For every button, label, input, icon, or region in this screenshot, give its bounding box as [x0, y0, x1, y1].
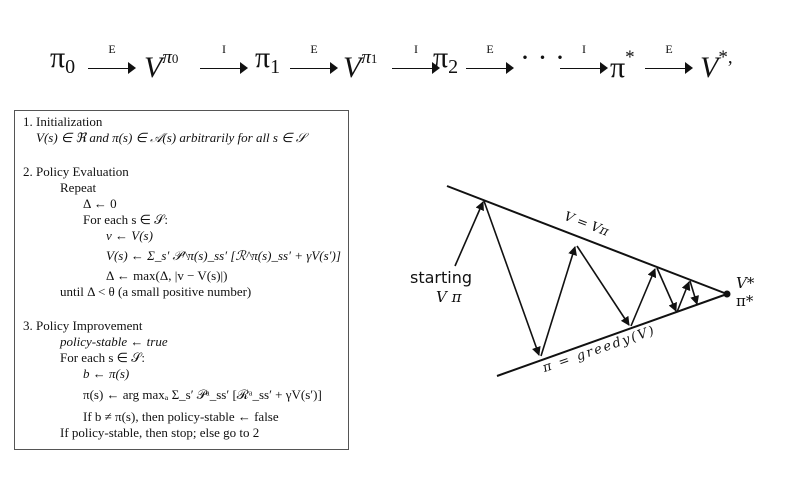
starting-label: starting	[410, 268, 473, 287]
eq-pi0: π0	[50, 41, 76, 78]
if-b-changed-line: If b ≠ π(s), then policy-stable ← false	[83, 409, 279, 424]
until-line: until Δ < θ (a small positive number)	[60, 284, 252, 299]
eq-arrow-evaluation: E	[88, 42, 136, 76]
argmax-update-line: π(s) ← arg maxₐ Σ_s′ 𝒫ᵃ_ss′ [ℛᵃ_ss′ + γV…	[83, 387, 322, 402]
optimal-policy-label: π*	[736, 292, 754, 310]
generalized-policy-iteration-diagram: V = Vπ π = greedy(V) starting V π V* π*	[400, 170, 800, 410]
for-each-state-line-2: For each s ∈ 𝒮:	[60, 350, 145, 365]
policy-iteration-sequence: π0 E Vπ0 I π1 E Vπ1 I π2 E · · · I π* E …	[50, 28, 770, 88]
step-2-heading: 2. Policy Evaluation	[23, 164, 129, 179]
eq-V-pi1: Vπ1	[343, 47, 378, 84]
eq-pi1: π1	[255, 41, 281, 78]
stop-condition-line: If policy-stable, then stop; else go to …	[60, 425, 260, 440]
for-each-state-line: For each s ∈ 𝒮:	[83, 212, 168, 227]
eq-arrow-improvement: I	[200, 42, 248, 76]
step-1-init-line: V(s) ∈ ℜ and π(s) ∈ 𝒜(s) arbitrarily for…	[36, 130, 306, 145]
repeat-line: Repeat	[60, 180, 97, 195]
policy-iteration-algorithm-box: 1. Initialization V(s) ∈ ℜ and π(s) ∈ 𝒜(…	[14, 110, 349, 450]
step-3-heading: 3. Policy Improvement	[23, 318, 143, 333]
optimal-value-label: V*	[736, 274, 755, 292]
eq-V-star: V*,	[700, 47, 733, 84]
policy-stable-init-line: policy-stable ← true	[60, 334, 168, 349]
eq-pi2: π2	[433, 41, 459, 78]
eq-arrow-evaluation: E	[645, 42, 693, 76]
eq-arrow-evaluation: E	[290, 42, 338, 76]
eq-V-pi0: Vπ0	[144, 47, 179, 84]
eq-pi-star: π*	[610, 47, 635, 84]
starting-v-pi-label: V π	[436, 288, 462, 306]
v-assign-line: v ← V(s)	[106, 228, 153, 243]
bellman-update-line: V(s) ← Σ_s′ 𝒫^π(s)_ss′ [ℛ^π(s)_ss′ + γV(…	[106, 248, 341, 263]
convergence-zigzag-graphic	[446, 185, 731, 377]
eq-arrow-improvement: I	[392, 42, 440, 76]
delta-max-line: Δ ← max(Δ, |v − V(s)|)	[106, 268, 228, 283]
eq-arrow-evaluation: E	[466, 42, 514, 76]
delta-init-line: Δ ← 0	[83, 196, 117, 211]
eq-ellipsis: · · ·	[520, 41, 565, 74]
b-assign-line: b ← π(s)	[83, 366, 130, 381]
step-1-heading: 1. Initialization	[23, 114, 103, 129]
eq-arrow-improvement: I	[560, 42, 608, 76]
